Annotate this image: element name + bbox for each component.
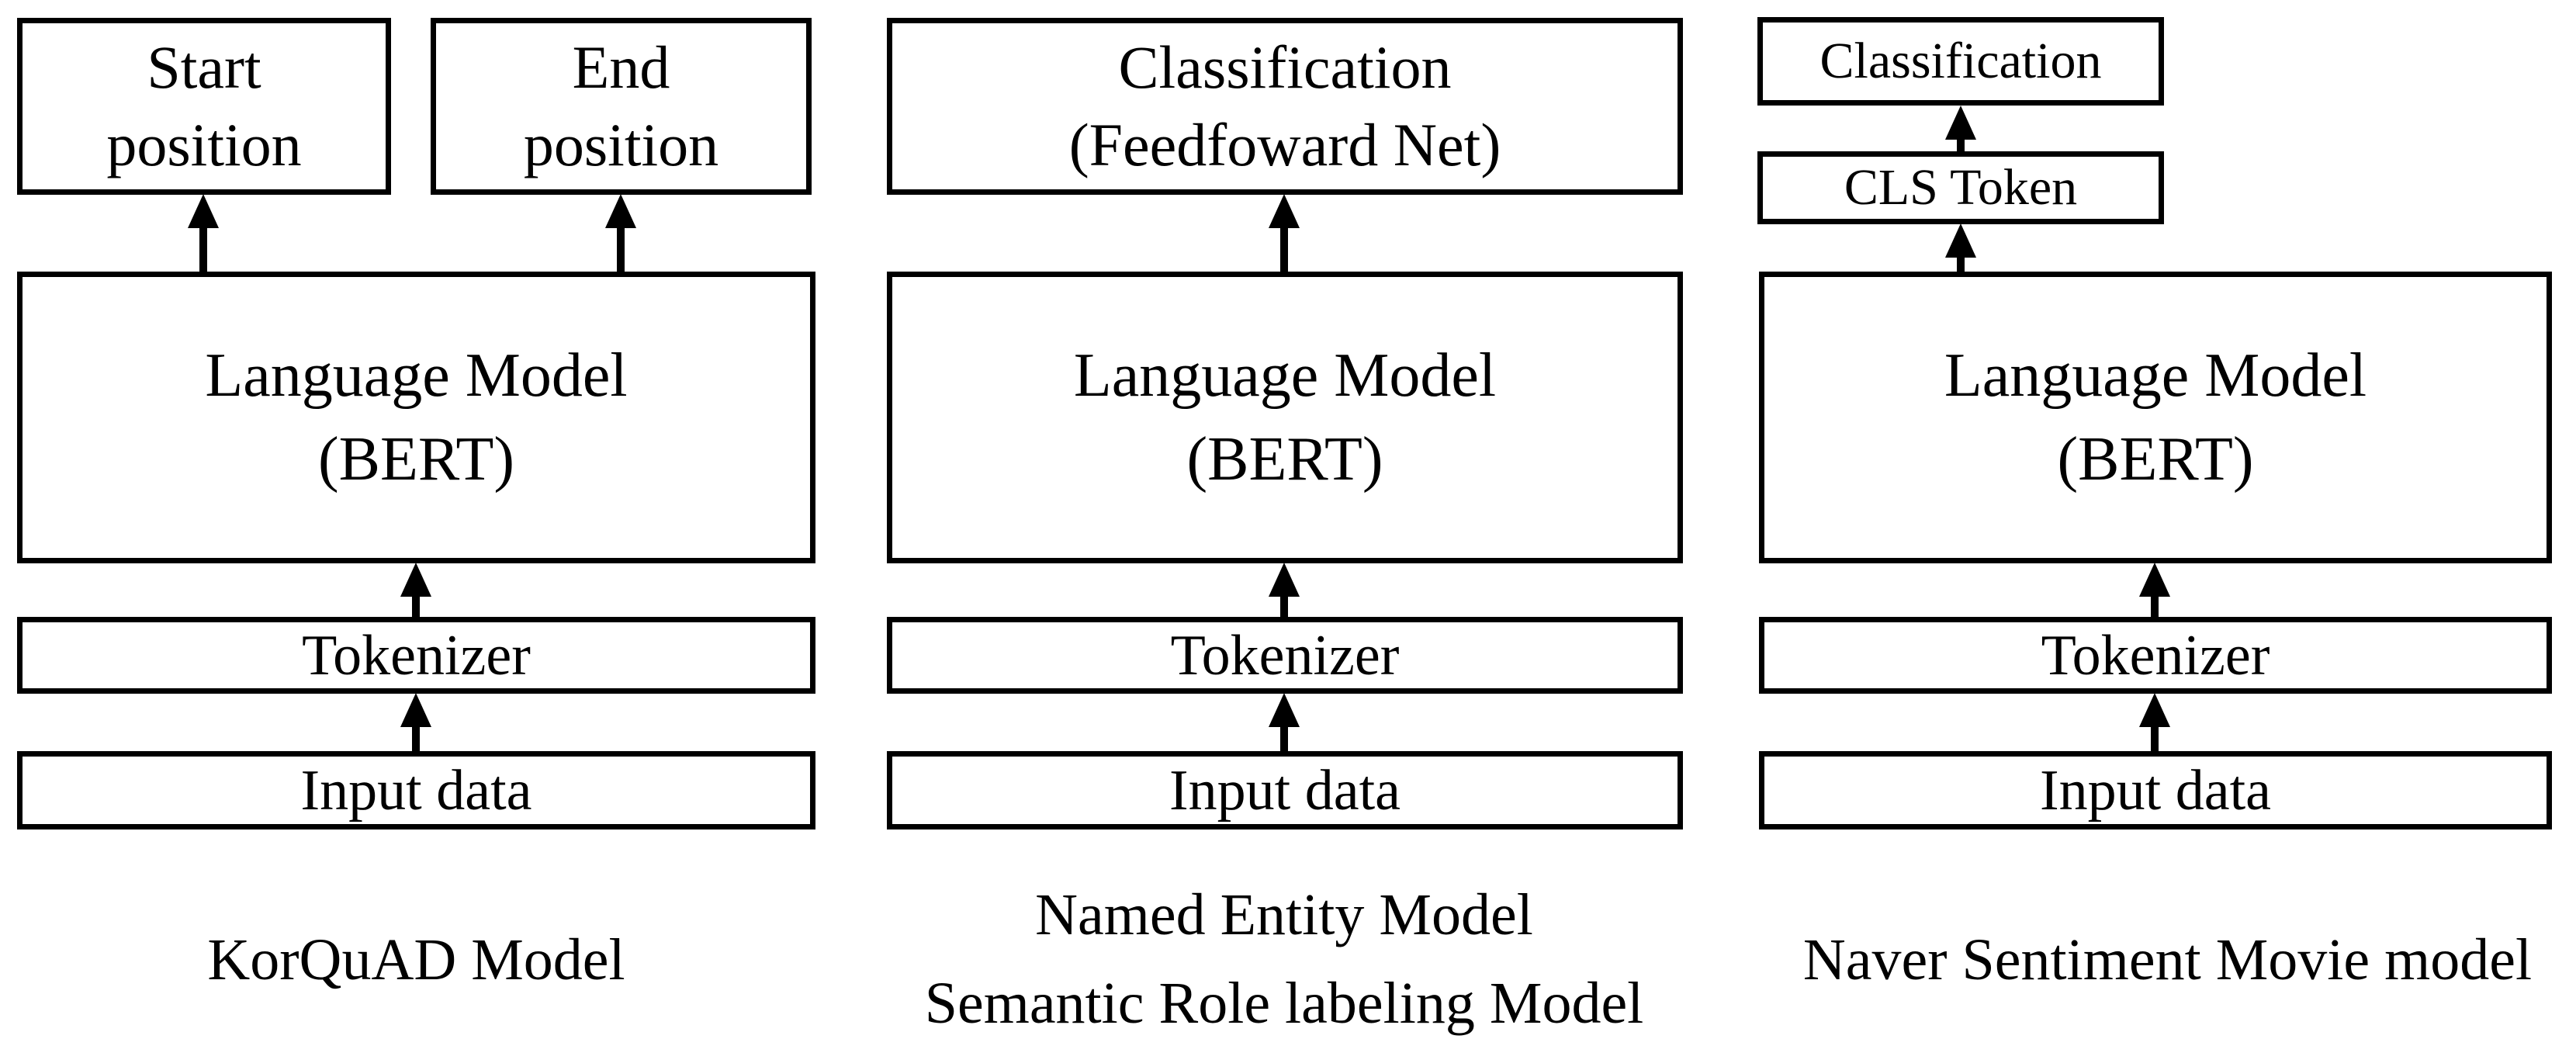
classification-label-line1: Classification (1118, 33, 1452, 101)
language-model-label-line2: (BERT) (2057, 425, 2254, 494)
arrow-input-to-tokenizer (2135, 693, 2174, 751)
arrow-up-icon (188, 194, 219, 228)
input-data-label: Input data (1169, 758, 1401, 823)
arrow-tokenizer-to-lm (2135, 563, 2174, 617)
language-model-label-line2: (BERT) (318, 425, 514, 494)
language-model-label-line1: Language Model (205, 341, 628, 410)
cls-token-box: CLS Token (1757, 151, 2164, 224)
sentiment-classification-box: Classification (1757, 17, 2164, 106)
arrow-up-icon (1269, 194, 1300, 228)
arrow-input-to-tokenizer (396, 693, 435, 751)
arrow-up-icon (1269, 693, 1300, 727)
korquad-tokenizer-box: Tokenizer (17, 617, 815, 694)
end-position-label-line2: position (523, 111, 719, 178)
arrow-up-icon (400, 693, 431, 727)
arrow-up-icon (1945, 106, 1976, 140)
arrow-up-icon (400, 563, 431, 597)
arrow-input-to-tokenizer (1265, 693, 1304, 751)
ner-language-model-box: Language Model (BERT) (887, 272, 1683, 563)
arrow-up-icon (1945, 223, 1976, 258)
arrow-lm-to-classification (1265, 194, 1304, 272)
korquad-input-data-box: Input data (17, 751, 815, 829)
classification-label-line2: (Feedfoward Net) (1068, 111, 1501, 178)
language-model-label-line2: (BERT) (1186, 425, 1383, 494)
arrow-up-icon (2139, 563, 2170, 597)
arrow-tokenizer-to-lm (1265, 563, 1304, 617)
arrow-up-icon (2139, 693, 2170, 727)
end-position-box: End position (431, 18, 812, 195)
input-data-label: Input data (2040, 758, 2271, 823)
classification-label: Classification (1819, 33, 2102, 89)
start-position-label-line1: Start (147, 33, 261, 101)
cls-token-label: CLS Token (1844, 159, 2078, 216)
ner-srl-caption: Named Entity Model Semantic Role labelin… (857, 871, 1711, 1039)
korquad-caption: KorQuAD Model (207, 927, 625, 992)
start-position-label-line2: position (106, 111, 302, 178)
ner-classification-box: Classification (Feedfoward Net) (887, 18, 1683, 195)
arrow-lm-to-start-position (184, 194, 223, 272)
ner-input-data-box: Input data (887, 751, 1683, 829)
language-model-label-line1: Language Model (1073, 341, 1497, 410)
srl-caption-line2: Semantic Role labeling Model (924, 971, 1644, 1036)
korquad-language-model-box: Language Model (BERT) (17, 272, 815, 563)
input-data-label: Input data (300, 758, 532, 823)
arrow-tokenizer-to-lm (396, 563, 435, 617)
arrow-lm-to-end-position (601, 194, 640, 272)
start-position-box: Start position (17, 18, 391, 195)
arrow-lm-to-cls-token (1941, 223, 1980, 272)
tokenizer-label: Tokenizer (1170, 623, 1400, 687)
arrow-up-icon (1269, 563, 1300, 597)
sentiment-language-model-box: Language Model (BERT) (1759, 272, 2552, 563)
tokenizer-label: Tokenizer (2041, 623, 2270, 687)
arrow-up-icon (605, 194, 636, 228)
ner-tokenizer-box: Tokenizer (887, 617, 1683, 694)
naver-sentiment-caption: Naver Sentiment Movie model (1802, 927, 2533, 992)
sentiment-tokenizer-box: Tokenizer (1759, 617, 2552, 694)
tokenizer-label: Tokenizer (302, 623, 531, 687)
arrow-cls-token-to-classification (1941, 106, 1980, 151)
sentiment-input-data-box: Input data (1759, 751, 2552, 829)
language-model-label-line1: Language Model (1944, 341, 2367, 410)
ner-caption-line1: Named Entity Model (1035, 882, 1533, 947)
end-position-label-line1: End (572, 33, 670, 101)
